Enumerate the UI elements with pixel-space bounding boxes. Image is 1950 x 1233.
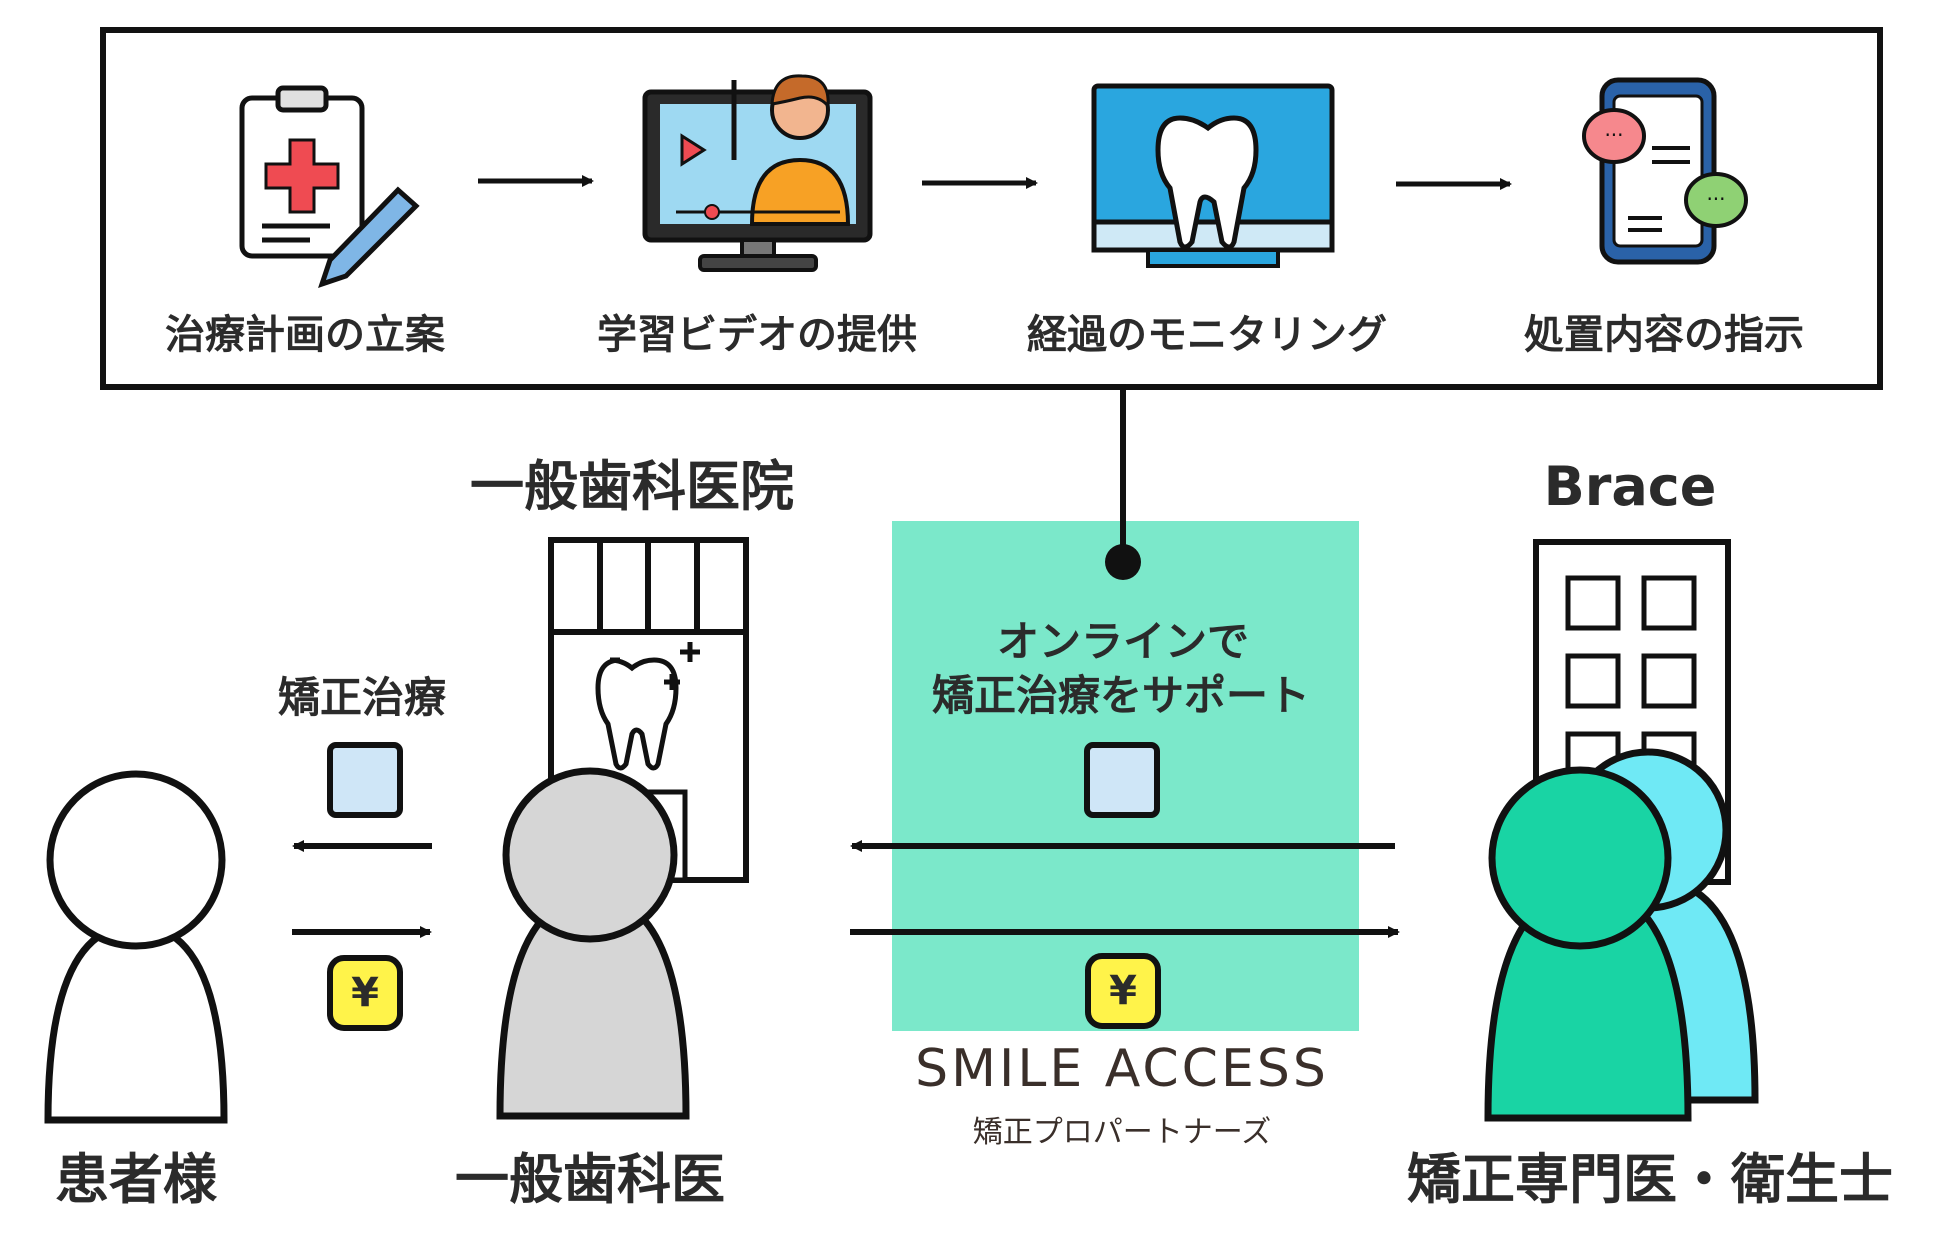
- svg-text:···: ···: [1706, 187, 1725, 211]
- step-label-1: 治療計画の立案: [165, 312, 446, 358]
- online-support-line1: オンラインで: [997, 617, 1249, 666]
- patient-label: 患者様: [55, 1148, 218, 1211]
- connector-dot: [1105, 544, 1141, 580]
- patient-figure: [44, 770, 228, 1124]
- left-yen-box: [327, 955, 403, 1031]
- step-label-3: 経過のモニタリング: [1027, 312, 1387, 358]
- center-yen-box: [1085, 953, 1161, 1029]
- brand-subtitle: 矯正プロパートナーズ: [973, 1115, 1272, 1150]
- center-yen-sign: ¥: [1109, 968, 1137, 1014]
- online-support-line2: 矯正治療をサポート: [932, 671, 1310, 720]
- brace-building-label: Brace: [1544, 455, 1717, 518]
- center-document-box: [1084, 742, 1160, 818]
- tooth-plus-icon: [595, 657, 679, 771]
- left-document-box: [327, 742, 403, 818]
- dentist-figure: [496, 767, 690, 1120]
- dentist-label: 一般歯科医: [455, 1148, 725, 1211]
- brand-name: SMILE ACCESS: [915, 1039, 1329, 1099]
- tooth-monitor-icon: [1091, 83, 1335, 268]
- specialist-figures: [1484, 748, 1759, 1122]
- step-label-4: 処置内容の指示: [1524, 312, 1804, 358]
- video-lesson-icon: [642, 74, 873, 272]
- phone-chat-icon: ··· ···: [1582, 77, 1748, 265]
- specialist-label: 矯正専門医・衛生士: [1407, 1148, 1893, 1211]
- flow-arrows: [478, 175, 1512, 190]
- clipboard-plan-icon: [239, 85, 420, 288]
- svg-text:···: ···: [1604, 123, 1623, 147]
- step-label-2: 学習ビデオの提供: [597, 312, 917, 358]
- left-yen-sign: ¥: [351, 970, 379, 1016]
- left-service-label: 矯正治療: [278, 673, 446, 722]
- clinic-building-label: 一般歯科医院: [470, 455, 794, 518]
